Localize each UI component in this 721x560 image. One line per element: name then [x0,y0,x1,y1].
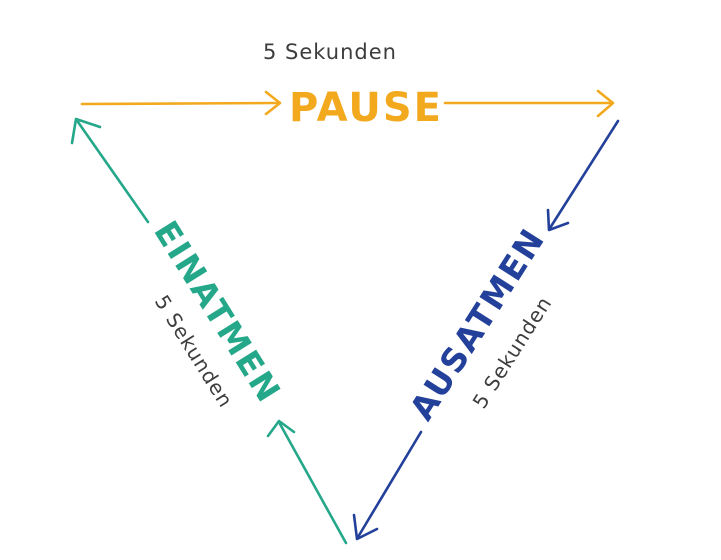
pause-duration: 5 Sekunden [263,40,397,64]
pause-arrow-shaft-left [80,101,280,106]
ausatmen-arrowhead-lower [352,513,379,541]
ausatmen-arrowhead-upper [546,208,570,232]
einatmen-arrowhead-upper [70,117,102,145]
einatmen-edge: EINATMEN 5 Sekunden [70,117,348,545]
pause-arrowhead-right [596,89,615,118]
pause-label: PAUSE [289,85,443,131]
pause-arrowhead-left [264,90,282,116]
ausatmen-edge: AUSATMEN 5 Sekunden [352,119,620,541]
pause-edge: PAUSE 5 Sekunden [80,40,615,131]
einatmen-arrow-shaft-lower [278,422,348,545]
einatmen-arrow-shaft-upper [76,120,150,224]
ausatmen-arrow-shaft-upper [548,119,620,230]
ausatmen-arrow-shaft-lower [356,430,423,539]
einatmen-arrowhead-lower [266,419,296,438]
